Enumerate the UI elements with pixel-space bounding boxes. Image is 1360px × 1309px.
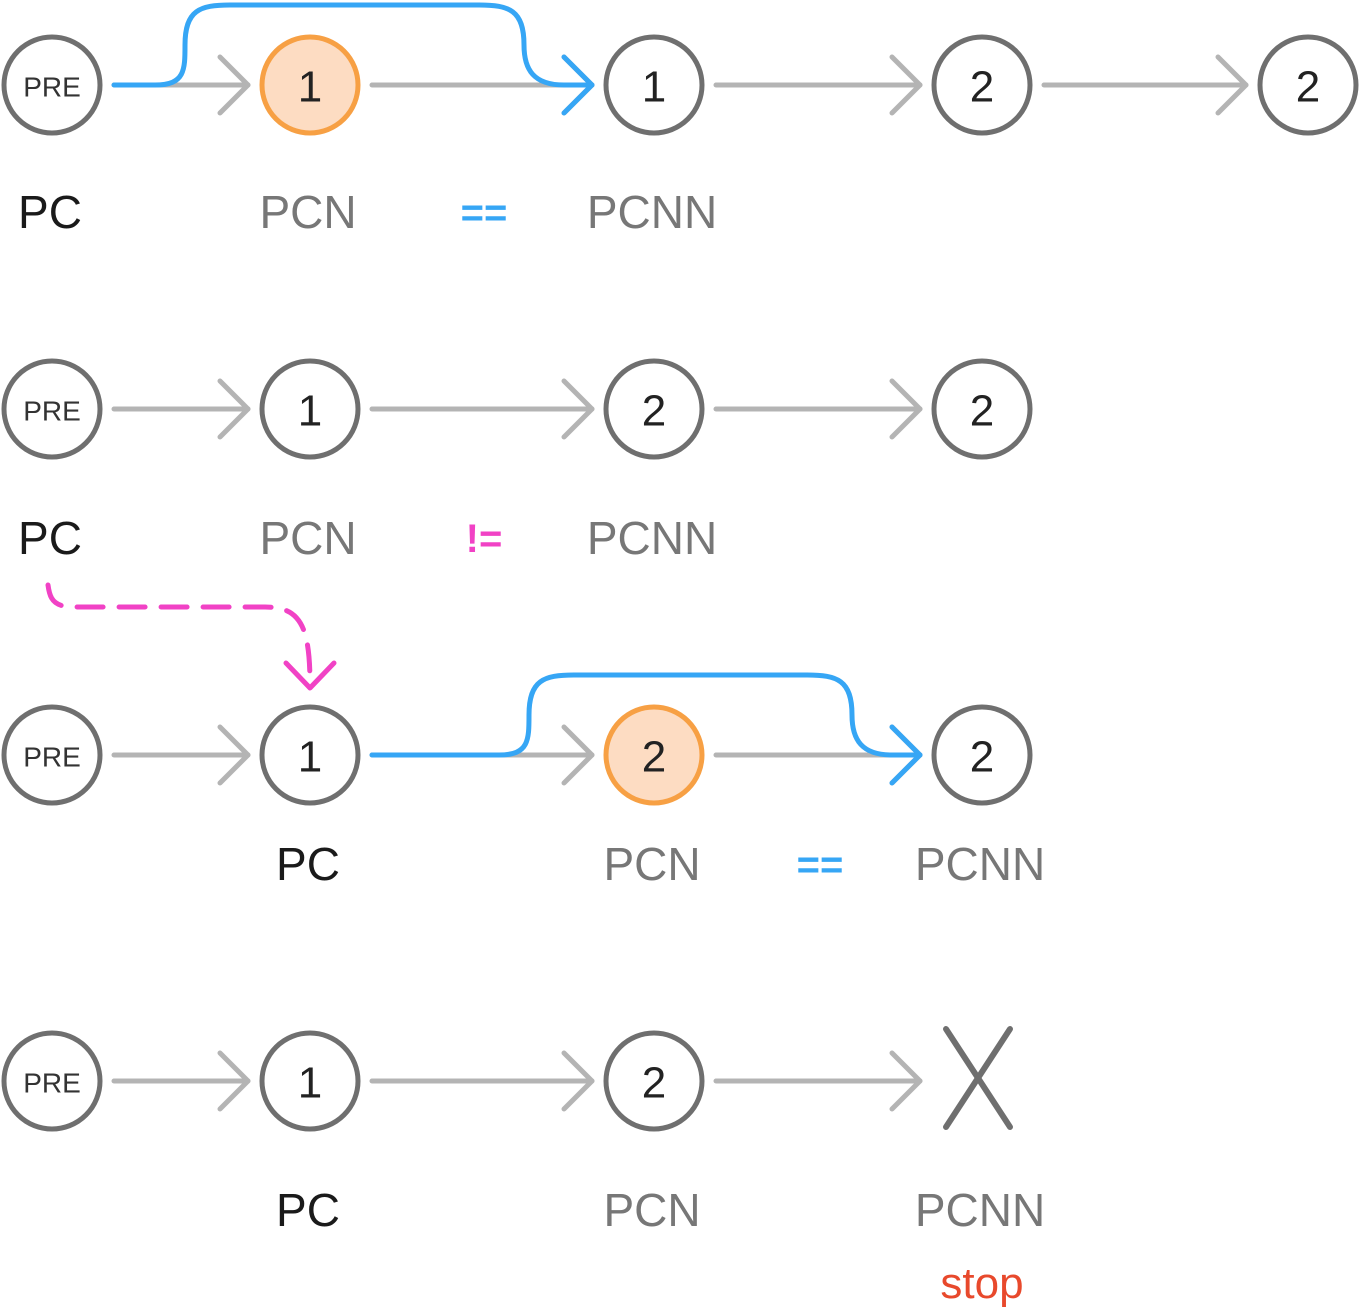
row-3: PRE 1 2 2PC PCN PCNN ==: [1, 672, 1045, 890]
pointer-label-pcnn: PCNN: [915, 838, 1045, 890]
list-node: 1: [259, 704, 361, 806]
next-arrow: [111, 724, 251, 786]
list-node: 2: [603, 704, 705, 806]
node-value: 2: [642, 387, 666, 436]
pointer-label-pc: PC: [18, 512, 82, 564]
removed-node-cross-icon: [943, 1026, 1013, 1130]
pointer-label-pcnn: PCNN: [915, 1184, 1045, 1236]
comparison-operator: !=: [466, 517, 503, 561]
next-arrow: [369, 378, 595, 440]
comparison-operator: ==: [797, 843, 844, 887]
list-node: 2: [931, 358, 1033, 460]
list-node: 1: [259, 1030, 361, 1132]
pointer-label-pc: PC: [276, 838, 340, 890]
row-4: PRE 1 2PC PCN PCNN stop: [1, 1026, 1045, 1308]
list-node: 1: [259, 358, 361, 460]
next-arrow: [713, 378, 923, 440]
next-arrow: [111, 378, 251, 440]
node-value: 2: [642, 1059, 666, 1108]
pre-node: PRE: [1, 358, 103, 460]
node-value: 2: [1296, 63, 1320, 112]
stop-note: stop: [940, 1259, 1023, 1308]
pointer-label-pcn: PCN: [603, 838, 700, 890]
next-arrow: [111, 1050, 251, 1112]
pointer-label-pc: PC: [276, 1184, 340, 1236]
pointer-label-pcnn: PCNN: [587, 186, 717, 238]
next-arrow: [713, 54, 923, 116]
node-value: 1: [298, 733, 322, 782]
pointer-label-pcn: PCN: [603, 1184, 700, 1236]
list-node: 2: [603, 358, 705, 460]
skip-pointer: [111, 2, 595, 116]
list-node: 2: [603, 1030, 705, 1132]
skip-pointer: [369, 672, 923, 786]
node-value: 1: [298, 387, 322, 436]
pointer-label-pcn: PCN: [259, 186, 356, 238]
list-node: 2: [931, 704, 1033, 806]
node-value: PRE: [23, 1068, 81, 1099]
move-pc-pointer: [45, 582, 337, 691]
pointer-label-pcn: PCN: [259, 512, 356, 564]
pre-node: PRE: [1, 1030, 103, 1132]
node-value: 2: [970, 63, 994, 112]
node-value: 2: [970, 387, 994, 436]
node-value: 2: [642, 733, 666, 782]
node-value: 1: [642, 63, 666, 112]
comparison-operator: ==: [461, 191, 508, 235]
node-value: PRE: [23, 396, 81, 427]
next-arrow: [369, 1050, 595, 1112]
list-node: 1: [259, 34, 361, 136]
list-node: 2: [1257, 34, 1359, 136]
list-node: 1: [603, 34, 705, 136]
pointer-label-pcnn: PCNN: [587, 512, 717, 564]
row-1: PRE 1 1 2 2PC PCN PCNN ==: [1, 2, 1359, 238]
list-node: 2: [931, 34, 1033, 136]
node-value: PRE: [23, 742, 81, 773]
node-value: 1: [298, 63, 322, 112]
pre-node: PRE: [1, 34, 103, 136]
node-value: PRE: [23, 72, 81, 103]
next-arrow: [713, 1050, 923, 1112]
node-value: 2: [970, 733, 994, 782]
node-value: 1: [298, 1059, 322, 1108]
next-arrow: [1041, 54, 1249, 116]
row-2: PRE 1 2 2PC PCN PCNN !=: [1, 358, 1033, 564]
pre-node: PRE: [1, 704, 103, 806]
pointer-label-pc: PC: [18, 186, 82, 238]
